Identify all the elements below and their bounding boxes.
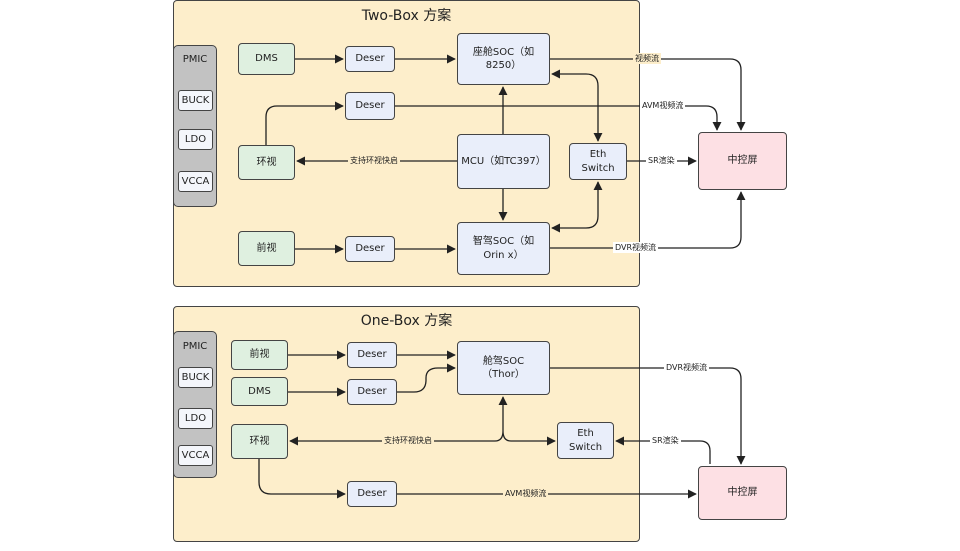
two-box-surround: 环视: [238, 145, 295, 180]
one-box-label-dvr: DVR视频流: [664, 362, 710, 373]
two-box-cockpit-soc: 座舱SOC（如8250）: [457, 33, 550, 85]
two-box-dms: DMS: [238, 43, 295, 75]
two-box-display: 中控屏: [698, 132, 787, 190]
edge-cockpit-video: [550, 58, 746, 131]
one-box-front: 前视: [231, 340, 288, 370]
one-box-display: 中控屏: [698, 466, 787, 520]
one-box-deser-front: Deser: [347, 342, 397, 368]
one-box-deser-surround: Deser: [347, 481, 397, 507]
edge-surround-to-deser: [265, 101, 344, 145]
one-box-label-fast-boot: 支持环视快启: [382, 435, 434, 446]
one-box-surround: 环视: [231, 424, 288, 459]
two-box-front: 前视: [238, 231, 295, 266]
pmic-vcca: VCCA: [178, 445, 213, 466]
pmic-vcca: VCCA: [178, 171, 213, 192]
two-box-eth-switch: Eth Switch: [569, 143, 627, 180]
two-box-deser-front: Deser: [345, 236, 395, 262]
one-box-soc: 舱驾SOC（Thor）: [457, 341, 550, 395]
edge-soc-branch: [495, 397, 511, 442]
two-box-label-fast-boot: 支持环视快启: [348, 155, 400, 166]
one-box-label-avm: AVM视频流: [503, 488, 549, 499]
two-box-label-video: 视频流: [633, 53, 661, 64]
edge-soc-dvr: [550, 367, 746, 465]
one-box-deser-dms: Deser: [347, 379, 397, 405]
two-box-title: Two-Box 方案: [361, 8, 452, 24]
edge-surround-to-deser: [258, 459, 346, 499]
pmic-ldo: LDO: [178, 408, 213, 429]
one-box-title: One-Box 方案: [360, 313, 453, 329]
pmic-title: PMIC: [182, 341, 208, 352]
two-box-deser-dms: Deser: [345, 46, 395, 72]
two-box-mcu: MCU（如TC397）: [457, 134, 550, 189]
pmic-title: PMIC: [182, 54, 208, 65]
two-box-adas-soc: 智驾SOC（如Orin x）: [457, 222, 550, 275]
one-box-label-sr: SR渲染: [650, 435, 681, 446]
pmic-ldo: LDO: [178, 129, 213, 150]
edge-eth-cockpit: [551, 69, 603, 142]
one-box-dms: DMS: [231, 377, 288, 406]
two-box-pmic: PMIC BUCK LDO VCCA: [173, 45, 217, 207]
edge-eth-adas: [551, 181, 603, 233]
two-box-label-sr: SR渲染: [646, 155, 677, 166]
one-box-pmic: PMIC BUCK LDO VCCA: [173, 331, 217, 478]
edge-deser-dms-to-soc: [397, 363, 456, 393]
edge-avm-video: [395, 105, 722, 131]
two-box-label-avm: AVM视频流: [640, 100, 686, 111]
one-box-eth-switch: Eth Switch: [557, 422, 614, 459]
two-box-deser-surround: Deser: [345, 92, 395, 120]
two-box-label-dvr: DVR视频流: [613, 242, 659, 253]
pmic-buck: BUCK: [178, 367, 213, 388]
edge-dvr-video: [550, 191, 746, 249]
pmic-buck: BUCK: [178, 90, 213, 111]
